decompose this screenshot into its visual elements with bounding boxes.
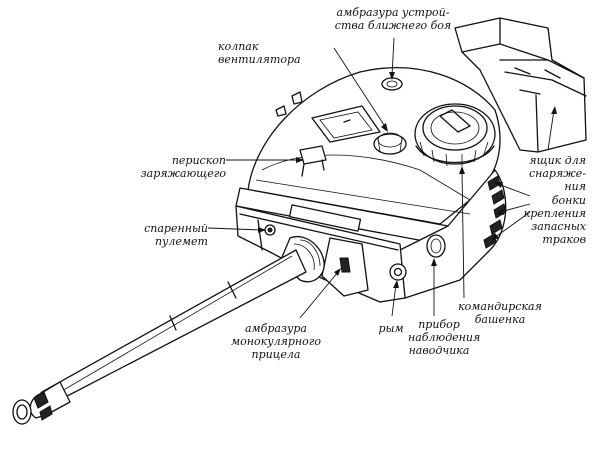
gun-barrel-drawing	[12, 236, 325, 425]
label-loader-periscope: перископ заряжающего	[140, 154, 226, 180]
stowage-box-drawing	[454, 17, 587, 153]
label-coaxial-mg: спаренный пулемет	[144, 222, 208, 248]
roof-fittings-drawing	[275, 77, 407, 177]
label-commander-cupola: командирская башенка	[458, 300, 542, 326]
commander-cupola-drawing	[414, 103, 496, 167]
label-monocular-sight-port: амбразура монокулярного прицела	[231, 322, 321, 361]
leader-lines	[207, 37, 557, 319]
label-spare-track-mounts: бонки крепления запасных траков	[523, 194, 586, 246]
label-vent-cap: колпак вентилятора	[218, 40, 301, 66]
label-gunner-sight: прибор наблюдения наводчика	[408, 318, 481, 357]
label-stowage-box: ящик для снаряже- ния	[528, 154, 586, 193]
label-eye-bolt: рым	[378, 322, 404, 335]
label-close-defense-port: амбразура устрой- ства ближнего боя	[334, 6, 452, 32]
